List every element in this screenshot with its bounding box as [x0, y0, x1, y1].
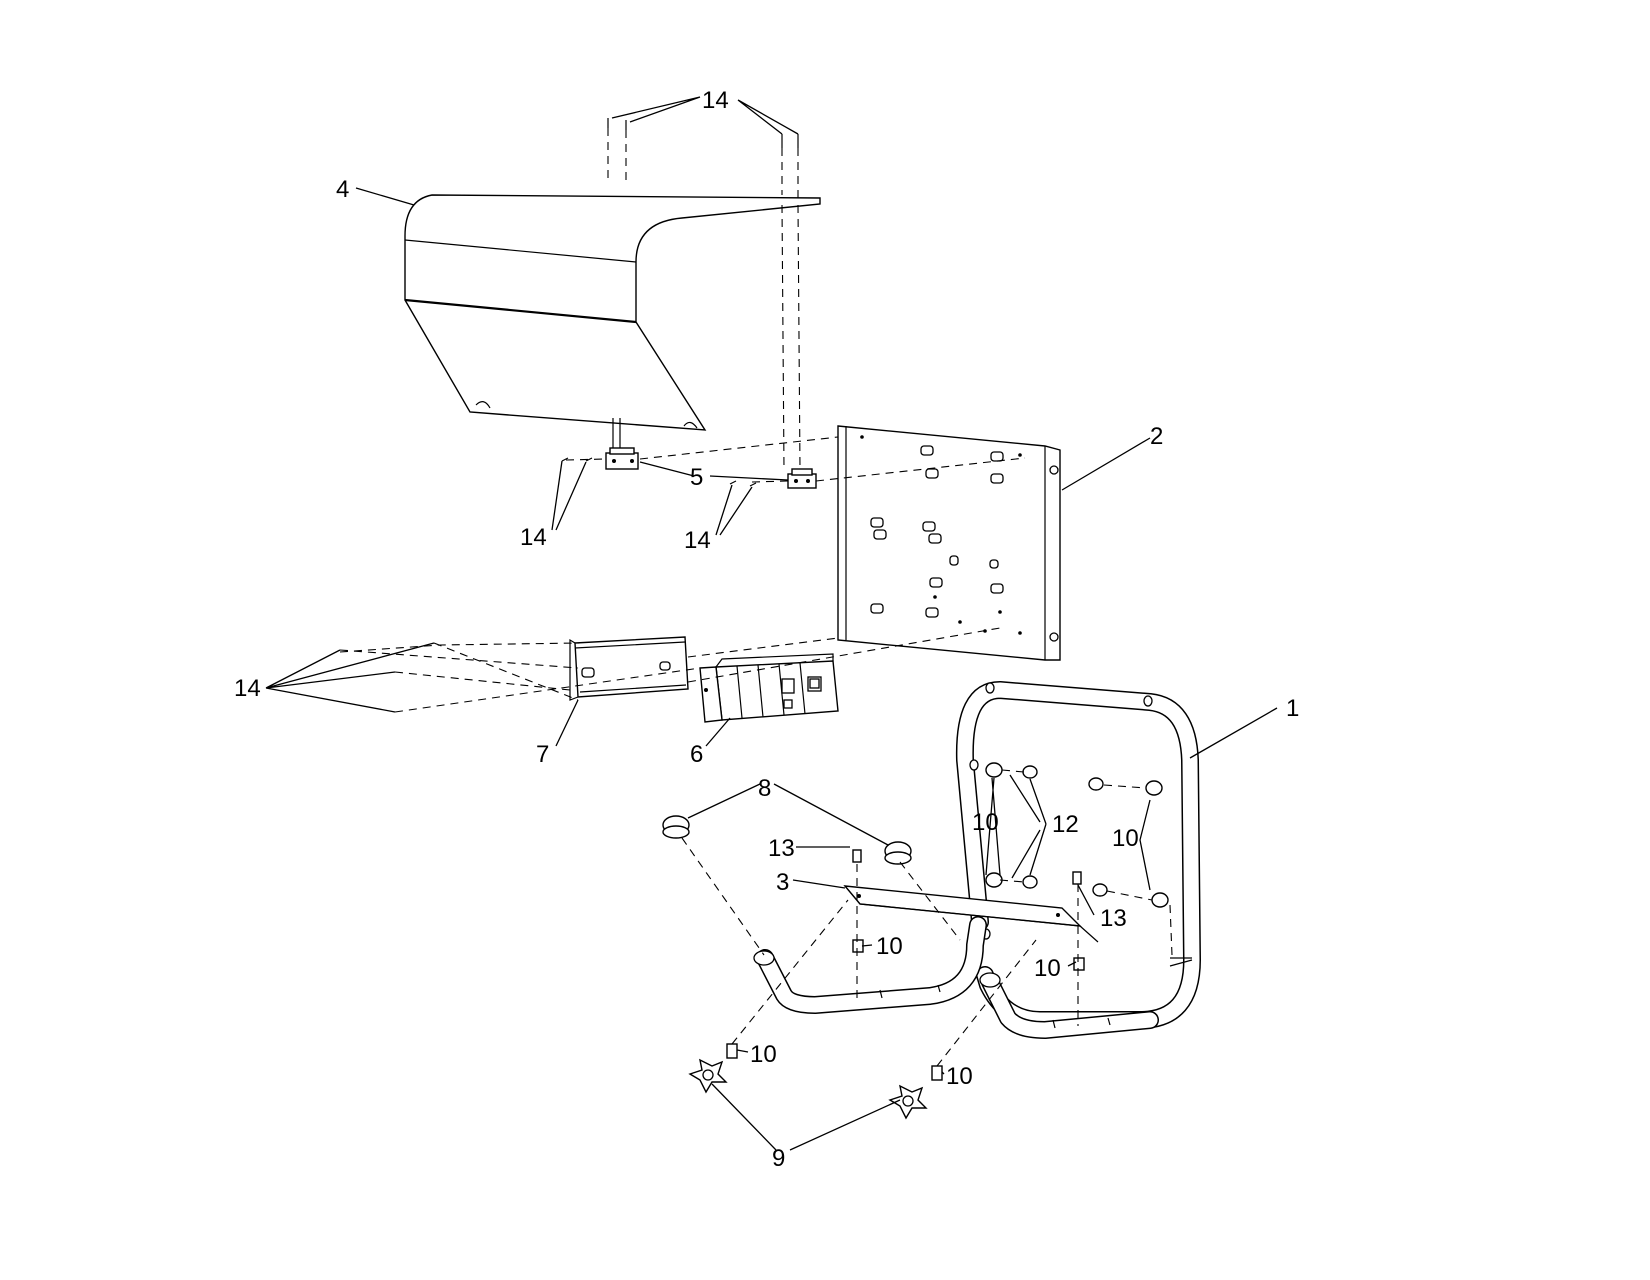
callout-4: 4	[336, 176, 349, 203]
callout-10-right: 10	[1034, 955, 1061, 982]
callout-13-left: 13	[768, 835, 795, 862]
callout-14-far-left: 14	[234, 675, 261, 702]
callout-14-left: 14	[520, 524, 547, 551]
callout-8: 8	[758, 775, 771, 802]
part-1-frame	[955, 681, 1201, 1029]
part-2-panel	[837, 425, 1061, 661]
callout-10-knob-left: 10	[750, 1041, 777, 1068]
panel-holes	[860, 435, 1059, 642]
callout-1: 1	[1286, 695, 1299, 722]
callout-6: 6	[690, 741, 703, 768]
callout-7: 7	[536, 741, 549, 768]
callout-10-frame-left: 10	[972, 809, 999, 836]
assembly-lines	[339, 128, 1173, 1067]
callout-13-right: 13	[1100, 905, 1127, 932]
hardware	[561, 118, 1169, 1120]
callout-14-mid: 14	[684, 527, 711, 554]
callout-5: 5	[690, 464, 703, 491]
part-7-channel	[569, 636, 689, 701]
callout-10-knob-right: 10	[946, 1063, 973, 1090]
callout-14-top: 14	[702, 87, 729, 114]
callout-10-bar: 10	[876, 933, 903, 960]
callout-2: 2	[1150, 423, 1163, 450]
part-3-lower-frame	[753, 885, 1159, 1039]
callout-10-frame-right: 10	[1112, 825, 1139, 852]
callout-3: 3	[776, 869, 789, 896]
callout-labels: 14 4 2 5 14 14 14 7 6 1 8 13 3 10 10 12 …	[234, 87, 1299, 1172]
part-4-hood	[404, 194, 821, 455]
part-5-brackets	[605, 447, 817, 489]
part-6-switch-box	[699, 653, 839, 723]
callout-12: 12	[1052, 811, 1079, 838]
callout-9: 9	[772, 1145, 785, 1172]
leader-lines	[265, 96, 1278, 1151]
